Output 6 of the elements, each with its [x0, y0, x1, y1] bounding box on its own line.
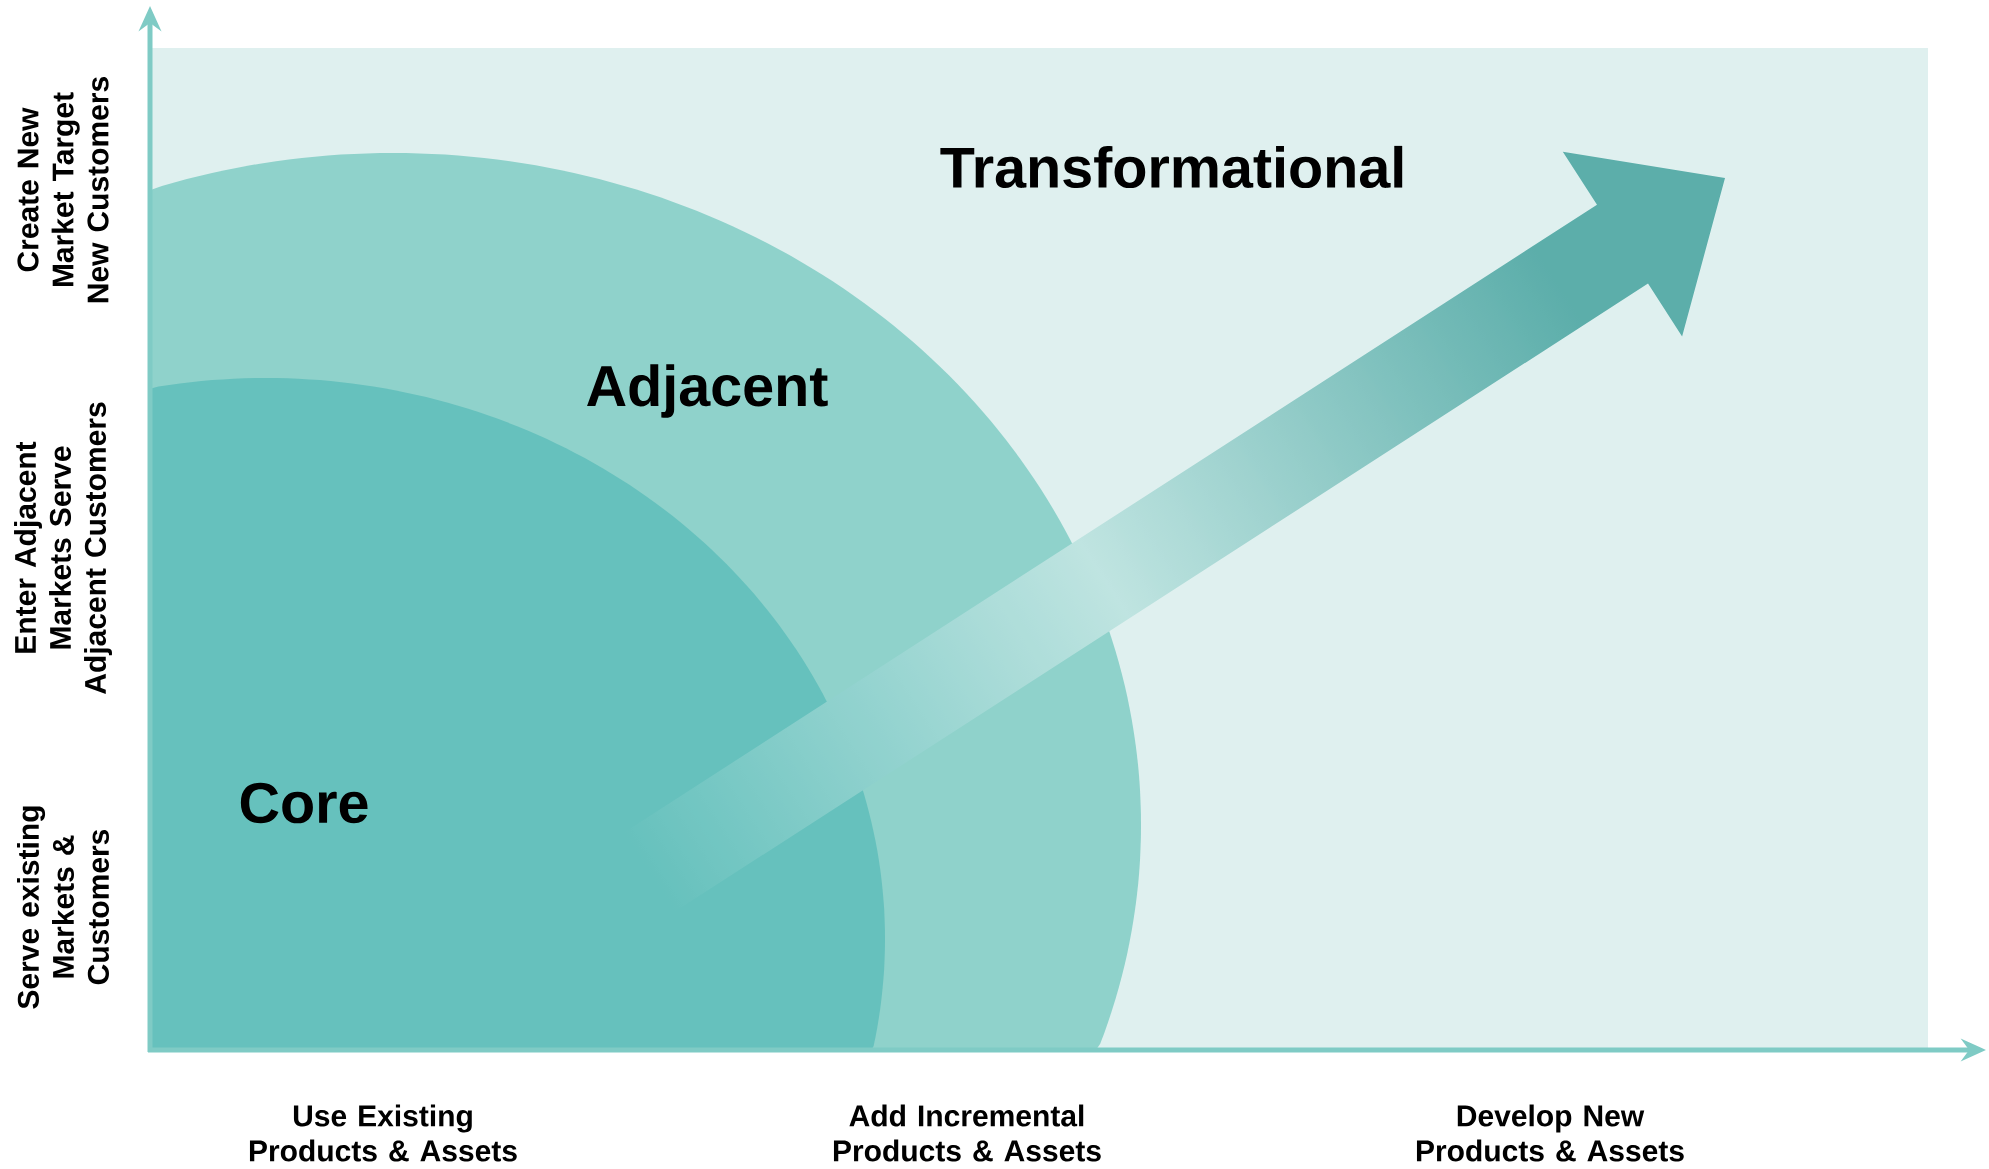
axis-label: Use Existing Products & Assets [249, 1104, 517, 1162]
axis-label: Enter Adjacent Markets Serve Adjacent Customers [14, 402, 112, 694]
axis-label: Add Incremental Products & Assets [833, 1104, 1101, 1162]
axis-label: Serve existing Markets & Customers [17, 806, 109, 1009]
axis-label: Develop New Products & Assets [1416, 1104, 1684, 1162]
axis-label: Create New Market Target New Customers [17, 77, 109, 303]
